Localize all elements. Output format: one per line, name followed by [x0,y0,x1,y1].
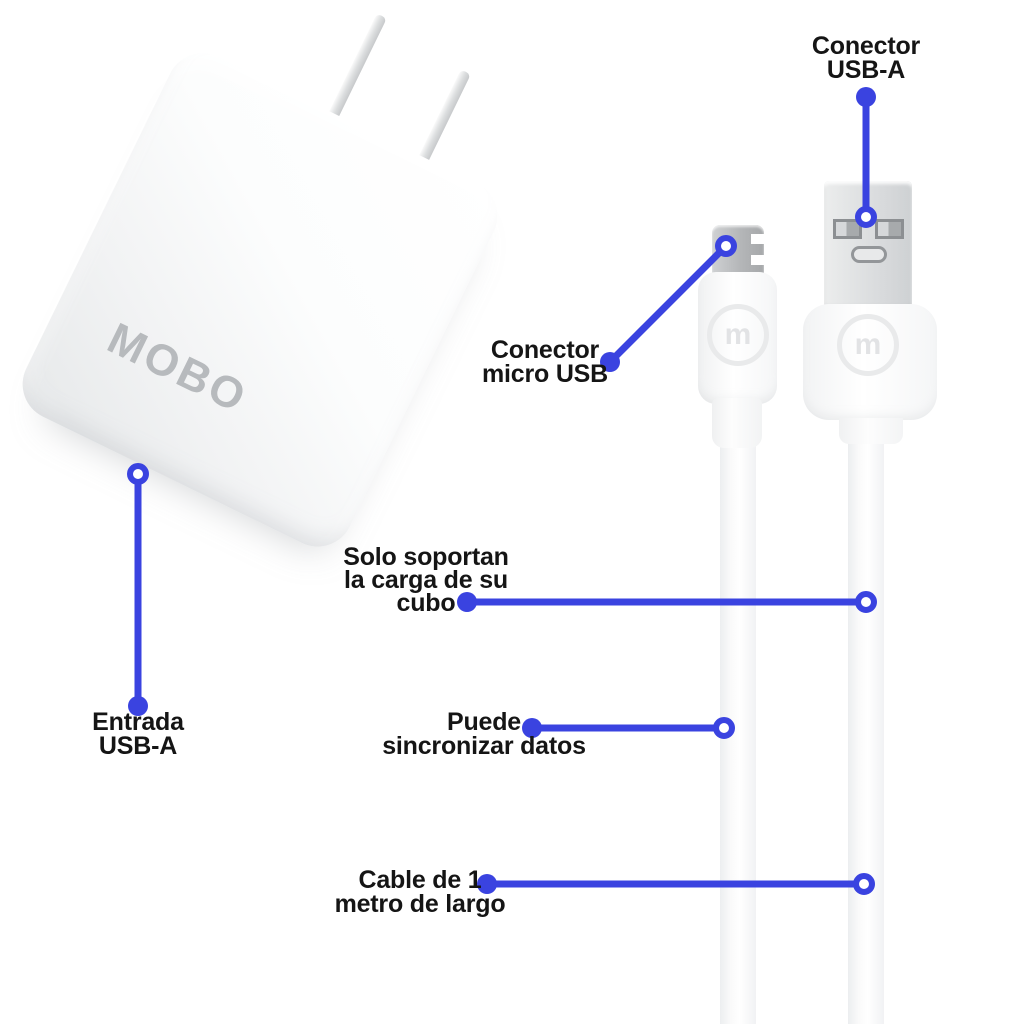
charger-plug-prong-left [326,13,387,123]
label-line: Entrada [92,708,184,736]
monogram-letter: m [854,328,882,361]
brand-logo: MOBO [100,313,256,423]
label-line: sincronizar datos [382,732,586,760]
usb-a-metal-shield [824,181,912,308]
label-line: cubo [396,589,456,617]
label-line: metro de largo [334,890,506,918]
cable-usb-a-side [848,438,884,1024]
usb-a-plastic-body: m [803,304,937,420]
callout-ring [127,463,149,485]
micro-usb-metal-tip [712,225,766,275]
label-line: Conector [811,32,921,60]
mobo-monogram-badge: m [707,304,769,366]
label-line: Solo soportan [343,543,509,571]
callout-usb-a-input [127,463,149,716]
label-line: Puede [446,708,522,736]
usb-a-oval-slot [851,246,887,263]
mobo-monogram-badge: m [837,314,899,376]
micro-usb-notch [751,255,766,265]
wall-charger: MOBO [10,41,510,559]
label-cable-length: Cable de 1 metro de largo [334,866,506,918]
label-line: Cable de 1 [358,866,482,894]
micro-usb-plastic-body: m [698,272,777,404]
label-line: USB-A [826,56,906,84]
label-charge-only: Solo soportan la carga de su cubo [343,543,509,617]
cable-micro-usb-side [720,442,756,1024]
label-usb-a-input: Entrada USB-A [92,708,184,760]
label-line: micro USB [481,360,609,388]
label-line: USB-A [98,732,178,760]
micro-usb-notch [751,234,766,244]
label-sync: Puede sincronizar datos [382,708,586,760]
label-micro-usb-connector: Conector micro USB [481,336,609,388]
callout-dot [856,87,876,107]
callout-cable-length [477,873,875,895]
usb-a-strain-relief [839,418,903,444]
usb-a-contact-slot-left [833,219,862,239]
monogram-letter: m [724,318,752,351]
usb-a-contact-slot-right [875,219,904,239]
label-line: la carga de su [344,566,508,594]
callout-charge-only [457,591,877,613]
label-line: Conector [490,336,600,364]
micro-usb-strain-relief [712,398,762,448]
label-usb-a-connector: Conector USB-A [811,32,921,84]
